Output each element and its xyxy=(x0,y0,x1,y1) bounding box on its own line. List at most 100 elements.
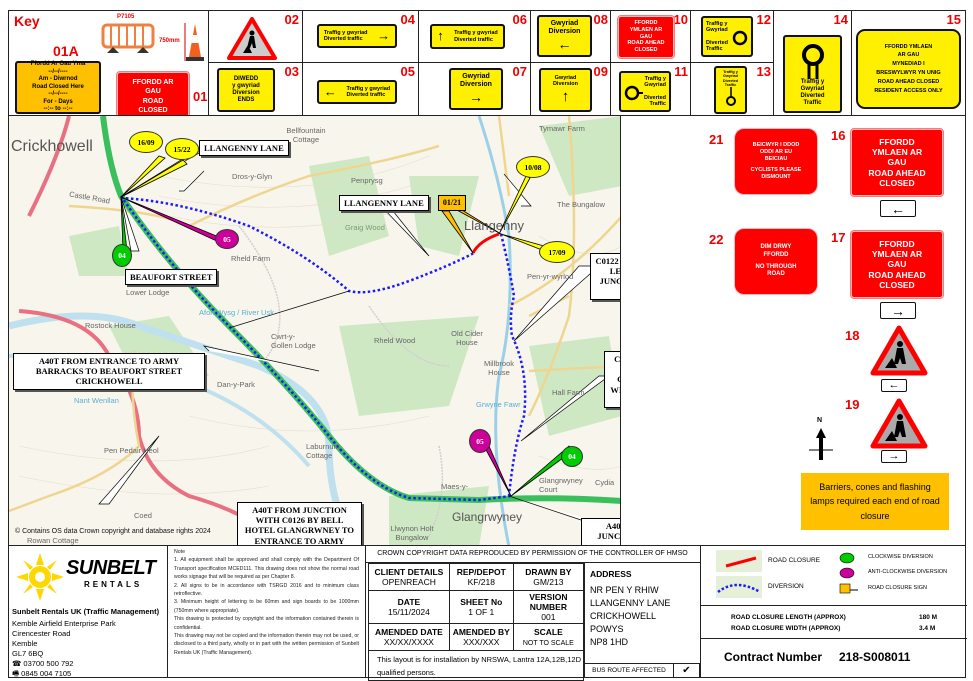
sign-03-number: 03 xyxy=(284,64,299,79)
sign-16-number: 16 xyxy=(831,128,846,143)
arrow-right-plate: → xyxy=(881,450,907,463)
sign-17-number: 17 xyxy=(831,230,846,245)
place-millbrook-house: Millbrook House xyxy=(483,359,514,377)
roadworks-triangle-icon xyxy=(870,398,928,449)
sign-08-number: 08 xyxy=(593,12,608,27)
sign-05-number: 05 xyxy=(400,64,415,79)
anticlockwise-marker-05-b[interactable]: 05 xyxy=(469,429,491,453)
contract-number-label: Contract Number xyxy=(724,650,823,664)
anticlockwise-marker-05[interactable]: 05 xyxy=(215,229,239,249)
anticlockwise-marker-icon xyxy=(839,567,855,579)
roundabout-icon xyxy=(732,30,748,46)
place-laburnum-cottage: Laburnum Cottage xyxy=(306,442,340,460)
arrow-right-icon: → xyxy=(469,89,483,105)
river-usk xyxy=(9,312,353,538)
arrow-up-icon: ↑ xyxy=(561,87,570,105)
notes-block: Note 1. All equipment shall be approved … xyxy=(167,545,366,678)
place-hall-farm: Hall Farm xyxy=(552,388,585,397)
sunbelt-sun-logo xyxy=(16,553,64,601)
place-graig-wood: Graig Wood xyxy=(345,223,385,232)
callout-c0122-a40: C0122 FROM JUNCTION WITH A40T AT THE GRO… xyxy=(604,351,620,408)
legend-block: ROAD CLOSURE DIVERSION CLOCKWISE DIVERSI… xyxy=(700,545,967,678)
crown-copyright: CROWN COPYRIGHT DATA REPRODUCED BY PERMI… xyxy=(365,545,700,563)
cone-height: 750mm xyxy=(159,38,180,44)
place-the-bungalow: The Bungalow xyxy=(557,200,605,209)
cone-icon xyxy=(184,23,204,61)
barrier-code: P7105 xyxy=(117,14,135,20)
sign-location-15-22[interactable]: 15/22 xyxy=(165,138,199,160)
map-copyright: © Contains OS data Crown copyright and d… xyxy=(15,528,211,535)
sign-01a-number: 01A xyxy=(53,43,79,59)
a4077-road xyxy=(27,116,71,217)
roundabout-icon xyxy=(725,87,736,107)
diversion-swatch xyxy=(716,576,762,598)
sign-06-number: 06 xyxy=(512,12,527,27)
north-label: N xyxy=(817,417,823,424)
place-llwynon-holt: Llwynon Holt Bungalow xyxy=(390,524,434,542)
callout-c0122-u0476: C0122 FROM JUNCTION WITH U0476 LEADING T… xyxy=(590,253,620,300)
sign-19-number: 19 xyxy=(845,397,860,412)
place-penprysg: Penprysg xyxy=(351,176,383,185)
sign-location-01-21[interactable]: 01/21 xyxy=(438,195,466,211)
bus-route-checkbox[interactable]: ✔ xyxy=(673,663,700,678)
place-dros-y-glyn: Dros-y-Glyn xyxy=(232,172,273,181)
sign-02-number: 02 xyxy=(284,12,299,27)
north-arrow-icon xyxy=(809,428,833,460)
clockwise-marker-04-b[interactable]: 04 xyxy=(561,446,583,467)
contract-number: 218-S008011 xyxy=(839,650,911,664)
road-closure-sign-icon xyxy=(839,583,858,594)
place-lower-lodge: Lower Lodge xyxy=(126,288,170,297)
logo-sub: RENTALS xyxy=(84,580,143,589)
map[interactable]: Crickhowell Llangenny Glangrwyney Bellfo… xyxy=(8,115,621,546)
sign-location-10-08[interactable]: 10/08 xyxy=(516,156,550,178)
legend-clockwise: CLOCKWISE DIVERSION xyxy=(868,554,933,560)
place-bellfountain: Bellfountain Cottage xyxy=(286,126,326,144)
clockwise-marker-04[interactable]: 04 xyxy=(112,244,132,267)
closure-dimensions: ROAD CLOSURE LENGTH (APPROX) 180 M ROAD … xyxy=(701,605,967,639)
place-glangrwyney: Glangrwyney xyxy=(452,510,523,524)
contours xyxy=(18,155,620,495)
callout-a40-barracks: A40T FROM ENTRANCE TO ARMY BARRACKS TO B… xyxy=(13,353,205,390)
diversion-llangenny-lane xyxy=(120,196,475,294)
roundabout-icon xyxy=(801,44,824,80)
legend-road-closure: ROAD CLOSURE xyxy=(768,557,821,564)
place-tymawr-farm: Tymawr Farm xyxy=(539,124,585,133)
sign-location-16-09[interactable]: 16/09 xyxy=(129,131,163,153)
sign-11-number: 11 xyxy=(674,64,688,79)
place-coed: Coed xyxy=(134,511,152,520)
company-fax: 🖷 0845 004 7105 xyxy=(12,669,72,678)
callout-a40-c0122: A40T FROM JUNCTION WITH C0122 TO JUNCTIO… xyxy=(581,518,620,545)
place-glangrwyney-court: Glangrwyney Court xyxy=(539,476,583,494)
arrow-up-icon: ↑ xyxy=(437,28,444,44)
place-pen-yr-wyrlod: Pen-yr-wyrlod xyxy=(527,272,574,281)
barrier-icon xyxy=(101,23,155,53)
roadworks-triangle-icon xyxy=(870,325,928,376)
legend-anticlockwise: ANTI-CLOCKWISE DIVERSION xyxy=(868,569,948,575)
sign-location-17-09[interactable]: 17/09 xyxy=(539,241,575,263)
place-river-usk: Afon Wysg / River Usk xyxy=(199,308,274,317)
a40t-route xyxy=(100,116,620,504)
diversion-a40 xyxy=(119,195,512,502)
